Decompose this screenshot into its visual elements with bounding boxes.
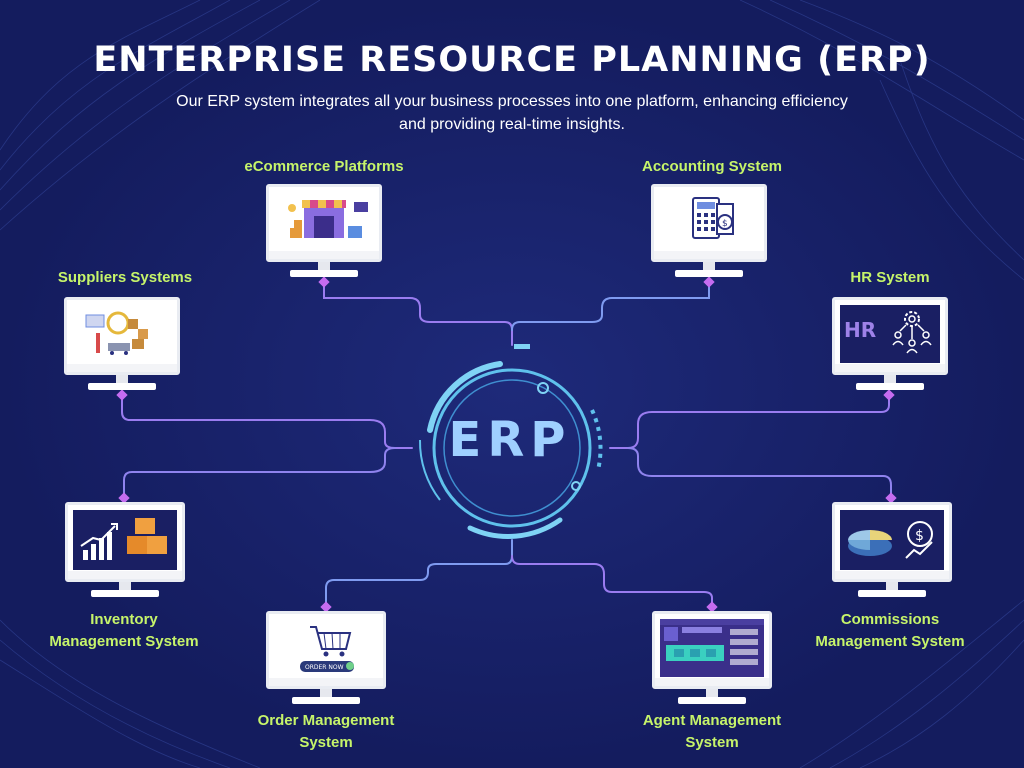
monitor-suppliers	[64, 297, 180, 393]
connector-agents	[511, 555, 713, 608]
label-agents: Agent Management System	[612, 710, 812, 754]
subtitle-line-1: Our ERP system integrates all your busin…	[176, 93, 848, 110]
erp-hub-label: ERP	[448, 412, 572, 468]
connector-suppliers	[121, 394, 413, 449]
label-accounting: Accounting System	[641, 158, 783, 175]
svg-text:$: $	[722, 219, 728, 229]
connector-endpoints	[116, 276, 897, 613]
monitor-accounting: $	[651, 184, 767, 280]
label-agents-line1: Agent Management	[642, 712, 782, 729]
subtitle-line-2: and providing real-time insights.	[399, 116, 625, 133]
connector-orders	[325, 539, 513, 608]
warehouse-icon	[85, 311, 148, 355]
label-ecommerce: eCommerce Platforms	[244, 158, 404, 175]
monitor-inventory	[65, 502, 185, 602]
label-commissions-line1: Commissions	[840, 611, 940, 628]
svg-text:$: $	[915, 528, 924, 544]
monitor-agents	[652, 611, 772, 709]
label-orders: Order Management System	[226, 710, 426, 754]
wave-lines-left	[0, 0, 321, 768]
monitor-commissions: $	[832, 502, 952, 602]
storefront-icon	[288, 200, 368, 238]
calculator-icon: $	[692, 197, 734, 239]
connector-ecommerce	[323, 281, 513, 346]
label-orders-line2: System	[299, 734, 353, 751]
connector-hr	[609, 394, 890, 449]
connector-commissions	[627, 447, 892, 499]
monitor-hr: HR	[832, 297, 948, 393]
label-hr: HR System	[850, 269, 930, 286]
pie-dollar-icon: $	[848, 521, 933, 559]
connector-inventory	[123, 447, 396, 499]
dashboard-icon	[660, 619, 764, 665]
label-inventory-line2: Management System	[49, 633, 199, 650]
label-inventory-line1: Inventory	[90, 611, 158, 628]
wave-lines-right	[739, 0, 1024, 768]
label-orders-line1: Order Management	[257, 712, 395, 729]
erp-hub-rings	[418, 344, 603, 539]
monitor-orders: ORDER NOW	[266, 611, 386, 709]
label-inventory: Inventory Management System	[24, 609, 224, 653]
people-gear-icon: HR	[844, 311, 932, 354]
label-commissions: Commissions Management System	[790, 609, 990, 653]
label-suppliers: Suppliers Systems	[57, 269, 193, 286]
page-title: ENTERPRISE RESOURCE PLANNING (ERP)	[93, 40, 931, 80]
hr-logo: HR	[844, 318, 876, 342]
order-now-button-text: ORDER NOW	[305, 664, 344, 671]
monitor-ecommerce	[266, 184, 382, 280]
label-commissions-line2: Management System	[815, 633, 965, 650]
connector-accounting	[511, 281, 710, 331]
inventory-chart-boxes-icon	[80, 518, 167, 560]
label-agents-line2: System	[685, 734, 739, 751]
page-subtitle: Our ERP system integrates all your busin…	[80, 90, 944, 136]
shopping-cart-icon: ORDER NOW	[300, 626, 354, 672]
